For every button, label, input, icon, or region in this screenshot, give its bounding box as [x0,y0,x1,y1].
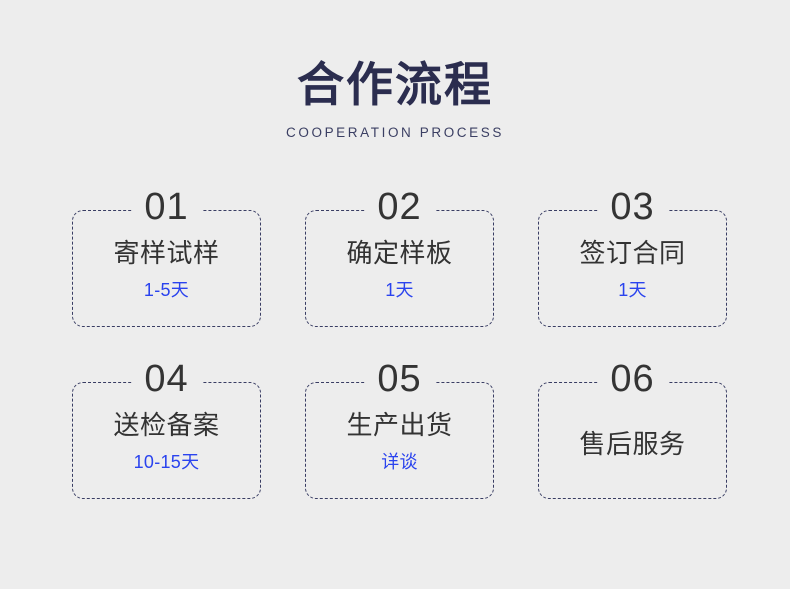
process-step-card-02[interactable]: 02 确定样板 1天 [305,184,494,327]
step-body: 生产出货 详谈 [306,408,493,473]
step-title: 送检备案 [113,410,220,440]
step-number: 06 [597,356,668,402]
step-duration: 1天 [618,280,647,300]
step-number: 02 [364,184,435,230]
process-step-card-06[interactable]: 06 售后服务 [538,356,727,499]
page-title: 合作流程 [297,58,493,111]
step-duration: 1-5天 [143,280,190,300]
step-number: 03 [597,184,668,230]
step-body: 寄样试样 1-5天 [73,236,260,301]
process-step-card-04[interactable]: 04 送检备案 10-15天 [72,356,261,499]
process-step-grid: 01 寄样试样 1-5天 02 确定样板 1天 03 签订合同 1天 04 送检… [72,184,727,499]
step-number: 01 [131,184,202,230]
step-title: 签订合同 [579,238,686,268]
step-body: 售后服务 [539,421,726,461]
step-title: 确定样板 [346,238,453,268]
step-body: 送检备案 10-15天 [73,408,260,473]
step-duration: 详谈 [381,452,418,472]
step-title: 生产出货 [346,410,453,440]
process-step-card-03[interactable]: 03 签订合同 1天 [538,184,727,327]
process-step-card-05[interactable]: 05 生产出货 详谈 [305,356,494,499]
step-title: 售后服务 [579,428,686,459]
step-duration: 10-15天 [133,452,200,472]
step-number: 05 [364,356,435,402]
step-body: 签订合同 1天 [539,236,726,301]
step-duration: 1天 [385,280,414,300]
step-number: 04 [131,356,202,402]
page-header: 合作流程 COOPERATION PROCESS [0,56,790,142]
step-title: 寄样试样 [113,238,220,268]
step-body: 确定样板 1天 [306,236,493,301]
process-step-card-01[interactable]: 01 寄样试样 1-5天 [72,184,261,327]
page-subtitle: COOPERATION PROCESS [286,125,504,140]
